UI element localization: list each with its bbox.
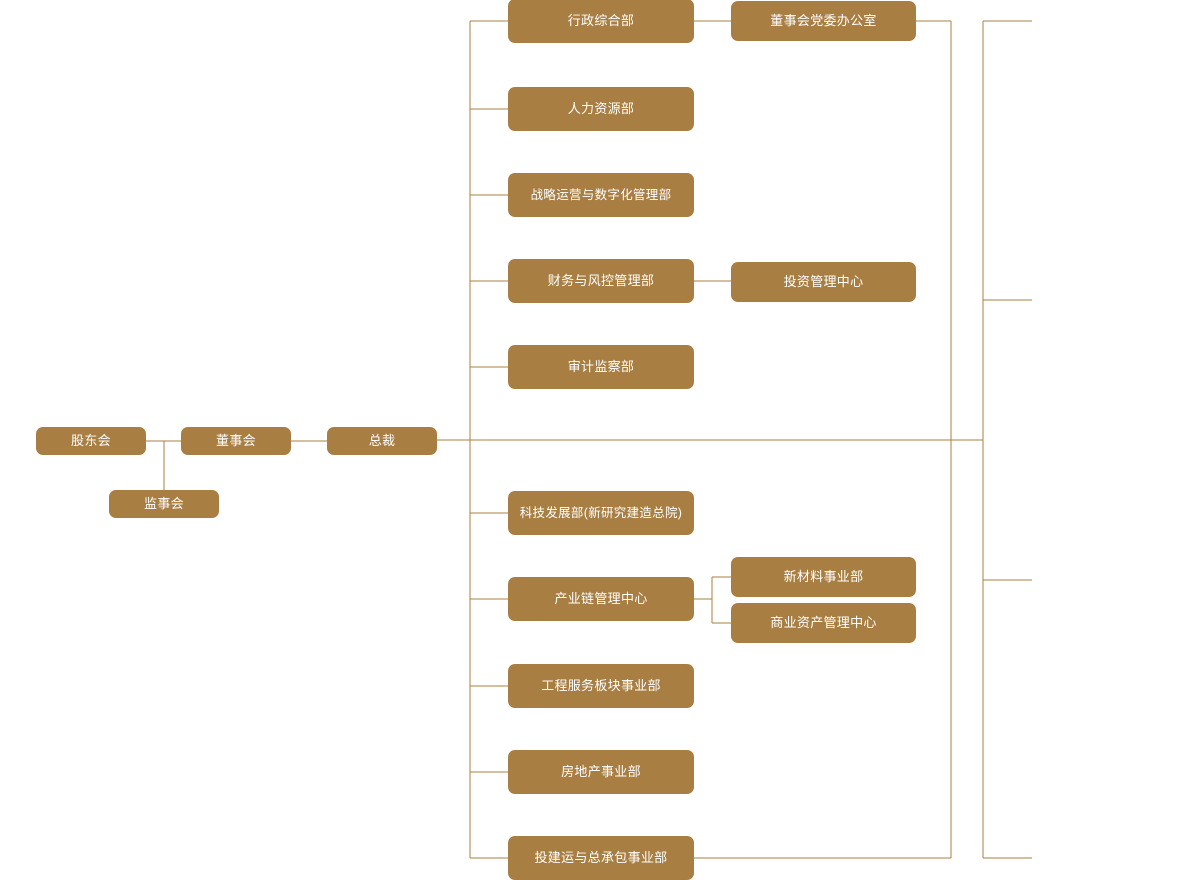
node-administration-department[interactable]: 行政综合部	[508, 0, 694, 43]
node-engineering-services-division[interactable]: 工程服务板块事业部	[508, 664, 694, 708]
node-board-of-directors[interactable]: 董事会	[181, 427, 291, 455]
node-commercial-asset-management-center[interactable]: 商业资产管理中心	[731, 603, 916, 643]
node-human-resources-department[interactable]: 人力资源部	[508, 87, 694, 131]
node-industry-chain-management-center[interactable]: 产业链管理中心	[508, 577, 694, 621]
node-board-of-supervisors[interactable]: 监事会	[109, 490, 219, 518]
node-president[interactable]: 总裁	[327, 427, 437, 455]
node-investment-construction-epc-division[interactable]: 投建运与总承包事业部	[508, 836, 694, 880]
node-technology-development-department[interactable]: 科技发展部(新研究建造总院)	[508, 491, 694, 535]
node-new-materials-division[interactable]: 新材料事业部	[731, 557, 916, 597]
node-audit-supervision-department[interactable]: 审计监察部	[508, 345, 694, 389]
node-shareholders-meeting[interactable]: 股东会	[36, 427, 146, 455]
node-strategy-operations-digital-department[interactable]: 战略运营与数字化管理部	[508, 173, 694, 217]
node-finance-risk-control-department[interactable]: 财务与风控管理部	[508, 259, 694, 303]
node-board-party-committee-office[interactable]: 董事会党委办公室	[731, 1, 916, 41]
node-real-estate-division[interactable]: 房地产事业部	[508, 750, 694, 794]
node-investment-management-center[interactable]: 投资管理中心	[731, 262, 916, 302]
